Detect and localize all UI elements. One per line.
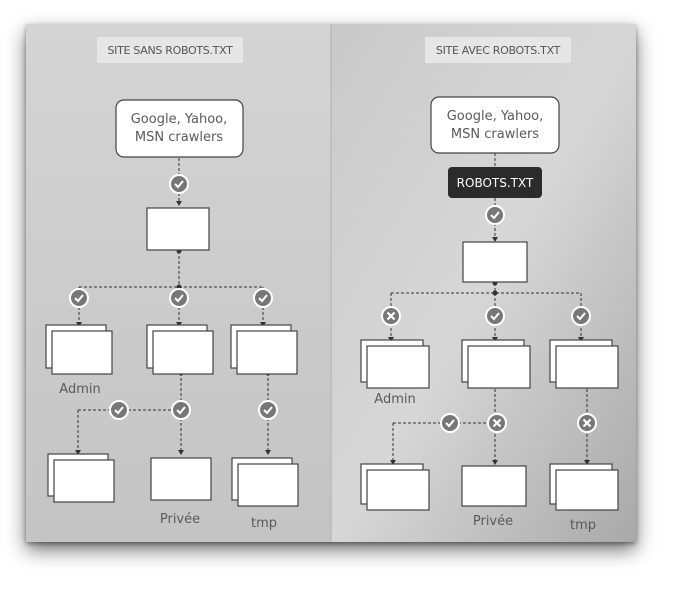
right-tmp-label: tmp xyxy=(570,518,596,533)
right-admin-stack xyxy=(360,339,430,389)
check-icon xyxy=(109,400,129,420)
left-root-page xyxy=(146,207,210,251)
right-crawler-line1: Google, Yahoo, xyxy=(447,109,544,124)
left-header: SITE SANS ROBOTS.TXT xyxy=(107,44,233,57)
left-tmp-label: tmp xyxy=(251,516,277,531)
check-icon xyxy=(69,288,89,308)
check-icon xyxy=(169,174,189,194)
robots-txt-box xyxy=(448,167,542,198)
check-icon xyxy=(440,413,460,433)
cross-icon xyxy=(577,413,597,433)
check-icon xyxy=(169,288,189,308)
right-root-page xyxy=(462,241,528,283)
left-admin-label: Admin xyxy=(59,382,100,397)
left-middle-stack xyxy=(146,324,214,375)
cross-icon xyxy=(487,413,507,433)
left-admin-stack xyxy=(45,324,113,375)
right-privee-page xyxy=(461,465,527,507)
left-child-stack xyxy=(47,453,115,503)
robots-txt-label: ROBOTS.TXT xyxy=(457,176,534,190)
left-privee-label: Privée xyxy=(160,512,200,527)
right-header-box xyxy=(425,37,571,63)
check-icon xyxy=(485,205,505,225)
right-crawler-box xyxy=(430,96,560,154)
left-header-box xyxy=(97,37,243,63)
right-tmp-stack xyxy=(549,463,619,511)
right-child-stack xyxy=(360,463,430,511)
check-icon xyxy=(571,306,591,326)
check-icon xyxy=(253,288,273,308)
right-middle-stack xyxy=(461,339,531,389)
left-privee-page xyxy=(150,457,212,501)
left-crawler-line1: Google, Yahoo, xyxy=(131,112,228,127)
check-icon xyxy=(171,400,191,420)
check-icon xyxy=(258,400,278,420)
left-crawler-box xyxy=(115,99,244,158)
right-header: SITE AVEC ROBOTS.TXT xyxy=(436,44,561,57)
right-admin-label: Admin xyxy=(374,392,415,407)
check-icon xyxy=(485,306,505,326)
left-tmp-parent-stack xyxy=(230,324,298,375)
right-crawler-line2: MSN crawlers xyxy=(451,127,539,142)
left-crawler-line2: MSN crawlers xyxy=(135,130,223,145)
cross-icon xyxy=(381,306,401,326)
right-tmp-parent-stack xyxy=(549,339,619,389)
right-privee-label: Privée xyxy=(473,514,513,529)
left-tmp-stack xyxy=(231,457,299,507)
